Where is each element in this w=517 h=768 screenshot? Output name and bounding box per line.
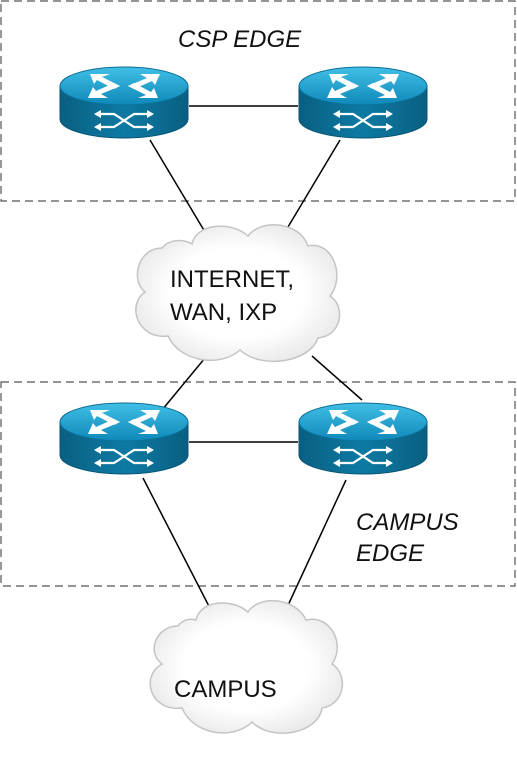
internet-label-line1: INTERNET, xyxy=(170,266,294,293)
link-internet-campus-right xyxy=(311,355,363,401)
link-internet-campus-left xyxy=(161,357,206,411)
link-campus-left-campus xyxy=(142,477,215,617)
campus-edge-zone xyxy=(0,381,516,587)
campus-cloud-label: CAMPUS xyxy=(174,676,277,703)
internet-label-line2: WAN, IXP xyxy=(170,299,277,326)
link-csp-right-internet xyxy=(284,139,341,233)
campus-cloud-icon xyxy=(149,599,344,734)
campus-edge-label-line1: CAMPUS xyxy=(356,509,459,536)
csp-edge-zone xyxy=(0,0,516,202)
internet-cloud-icon xyxy=(135,224,341,363)
router-icon xyxy=(297,401,429,476)
link-csp-left-internet xyxy=(149,139,206,233)
router-icon xyxy=(297,65,429,140)
campus-edge-label-line2: EDGE xyxy=(356,540,425,567)
router-icon xyxy=(58,401,190,476)
router-icon xyxy=(58,65,190,140)
csp-edge-label: CSP EDGE xyxy=(178,26,302,53)
link-campus-right-campus xyxy=(283,479,347,615)
